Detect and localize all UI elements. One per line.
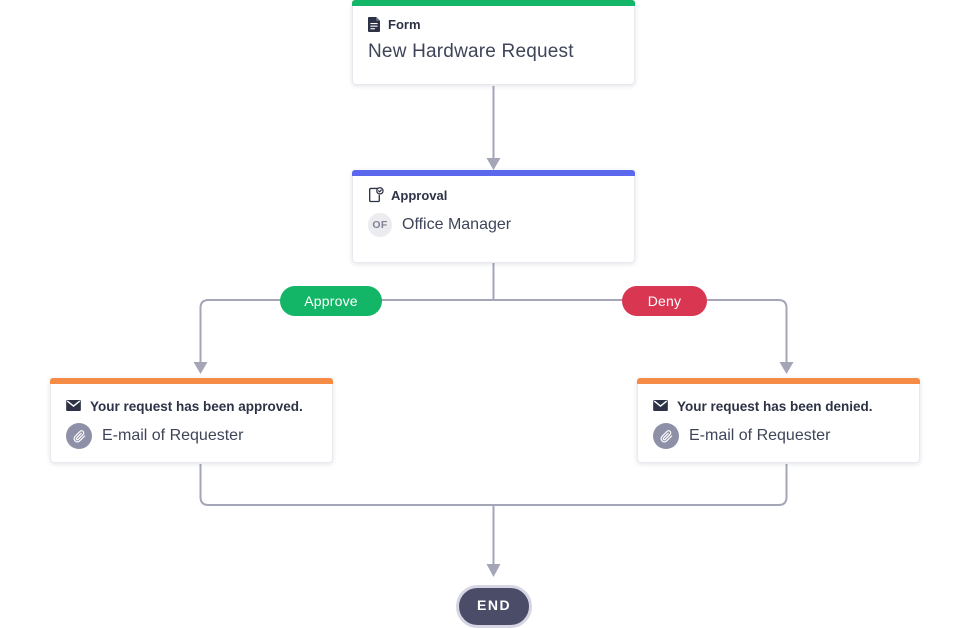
paperclip-icon bbox=[653, 423, 679, 449]
form-accent-bar bbox=[352, 0, 635, 6]
approved-email-step-card[interactable]: Your request has been approved. E-mail o… bbox=[50, 378, 333, 463]
form-step-type-label: Form bbox=[388, 17, 421, 32]
arrowhead-to-end bbox=[486, 564, 501, 577]
assignee-name: Office Manager bbox=[402, 216, 512, 233]
form-step-title: New Hardware Request bbox=[368, 41, 574, 62]
form-document-icon bbox=[368, 17, 381, 32]
branch-approve-pill[interactable]: Approve bbox=[280, 286, 382, 316]
envelope-icon bbox=[653, 399, 668, 414]
end-node-label: END bbox=[477, 597, 512, 613]
approval-step-type-label: Approval bbox=[391, 187, 448, 203]
approval-accent-bar bbox=[352, 170, 635, 176]
approval-step-card[interactable]: Approval OF Office Manager bbox=[352, 170, 635, 263]
arrowhead-to-approval bbox=[486, 158, 501, 170]
branch-deny-pill[interactable]: Deny bbox=[622, 286, 707, 316]
form-step-card[interactable]: Form New Hardware Request bbox=[352, 0, 635, 85]
connector-branch-approve bbox=[199, 299, 494, 362]
assignee-avatar: OF bbox=[368, 213, 392, 237]
end-node[interactable]: END bbox=[456, 585, 533, 628]
branch-approve-label: Approve bbox=[304, 293, 358, 309]
denied-email-recipient: E-mail of Requester bbox=[689, 427, 831, 444]
approval-clipboard-check-icon bbox=[368, 187, 384, 203]
arrowhead-to-approved-email bbox=[193, 362, 208, 374]
paperclip-icon bbox=[66, 423, 92, 449]
envelope-icon bbox=[66, 399, 81, 414]
denied-email-subject: Your request has been denied. bbox=[677, 399, 873, 414]
arrowhead-to-denied-email bbox=[779, 362, 794, 374]
denied-email-accent-bar bbox=[637, 378, 920, 384]
approved-email-recipient: E-mail of Requester bbox=[102, 427, 244, 444]
connector-approved-to-merge bbox=[199, 464, 494, 506]
branch-deny-label: Deny bbox=[647, 293, 682, 309]
connector-denied-to-merge bbox=[493, 464, 788, 506]
connector-branch-deny bbox=[493, 299, 788, 362]
approved-email-subject: Your request has been approved. bbox=[90, 399, 303, 414]
approved-email-accent-bar bbox=[50, 378, 333, 384]
denied-email-step-card[interactable]: Your request has been denied. E-mail of … bbox=[637, 378, 920, 463]
